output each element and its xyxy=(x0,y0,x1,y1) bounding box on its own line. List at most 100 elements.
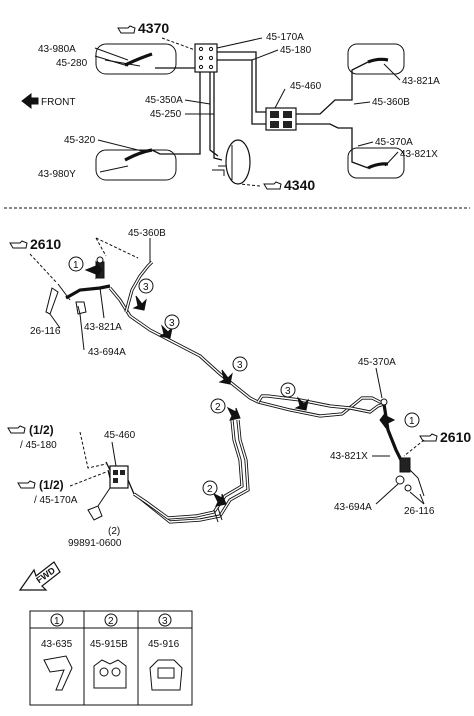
legend-num-3: 3 xyxy=(162,616,168,627)
legend-table: 1 43-635 2 45-915B 3 45-916 xyxy=(29,610,193,706)
label-43-694A-left: 43-694A xyxy=(88,347,126,358)
ref-2610-left: 2610 xyxy=(9,236,61,252)
label-45-280: 45-280 xyxy=(56,58,88,69)
label-43-821X-top: 43-821X xyxy=(400,149,438,160)
callout-3-c: 3 xyxy=(232,356,248,372)
hose-rear-left xyxy=(124,148,153,162)
fwd-arrow-icon xyxy=(18,561,61,591)
label-45-350A: 45-350A xyxy=(145,95,183,106)
callout-3-c-text: 3 xyxy=(237,360,243,371)
label-45-170A-bottom: / 45-170A xyxy=(34,495,78,506)
ref-4370-label: 4370 xyxy=(138,20,169,36)
label-45-370A-bottom: 45-370A xyxy=(358,357,396,368)
label-45-250: 45-250 xyxy=(150,109,182,120)
label-45-360B-bottom: 45-360B xyxy=(128,228,166,239)
legend-part-45-915B: 45-915B xyxy=(90,639,128,650)
label-43-980Y: 43-980Y xyxy=(38,169,76,180)
clip-arrow-3-d xyxy=(294,396,309,411)
label-45-180-bottom: / 45-180 xyxy=(20,440,57,451)
callout-3-a-text: 3 xyxy=(143,282,149,293)
callout-2-a-text: 2 xyxy=(215,402,221,413)
pointing-hand-icon xyxy=(9,240,28,249)
callout-3-d-text: 3 xyxy=(285,386,291,397)
label-43-694A-right: 43-694A xyxy=(334,502,372,513)
clip-arrow-2-b xyxy=(212,492,227,507)
legend-num-2: 2 xyxy=(108,616,114,627)
label-45-320: 45-320 xyxy=(64,135,96,146)
hose-front-right xyxy=(367,57,389,64)
front-label: FRONT xyxy=(41,97,75,108)
label-45-460-top: 45-460 xyxy=(290,81,322,92)
clip-45-915B-icon xyxy=(93,659,127,689)
pipe-45-360B-detail xyxy=(108,286,385,418)
clip-arrow-3-a xyxy=(132,295,147,311)
callout-1-left-text: 1 xyxy=(73,260,79,271)
callout-1-left: 1 xyxy=(68,256,84,272)
bottom-detail: 1 3 3 3 2 3 2 1 xyxy=(29,237,425,524)
callout-3-a: 3 xyxy=(138,278,154,294)
pointing-hand-icon xyxy=(117,25,136,34)
pointing-hand-icon xyxy=(17,480,36,489)
bracket-26-116-left xyxy=(45,287,59,315)
ref-4340-label: 4340 xyxy=(284,177,315,193)
clip-arrow-2-a xyxy=(226,406,241,421)
pipe-45-370A xyxy=(296,123,369,169)
pipe-45-250 xyxy=(213,72,223,161)
left-arrow-icon xyxy=(21,92,39,110)
legend-col-2: 2 45-915B xyxy=(90,613,128,689)
valve-45-460-detail xyxy=(109,465,129,489)
callout-2-b-text: 2 xyxy=(207,484,213,495)
callout-1-right-text: 1 xyxy=(409,416,415,427)
legend-part-45-916: 45-916 xyxy=(148,639,180,650)
clip-43-635-icon xyxy=(43,655,73,691)
callout-1-right: 1 xyxy=(404,412,420,428)
label-45-360B-top: 45-360B xyxy=(372,97,410,108)
pipe-45-170A xyxy=(217,51,266,113)
legend-col-1: 1 43-635 xyxy=(41,613,73,691)
callout-2-a: 2 xyxy=(210,398,226,414)
label-45-460-bottom: 45-460 xyxy=(104,430,136,441)
ref-2610-left-label: 2610 xyxy=(30,236,61,252)
pointing-hand-icon xyxy=(7,425,26,434)
pointing-hand-icon xyxy=(263,181,282,190)
label-43-821X-bottom: 43-821X xyxy=(330,451,368,462)
label-43-821A-top: 43-821A xyxy=(402,76,440,87)
front-indicator: FRONT xyxy=(21,92,75,110)
clip-arrow-1-right xyxy=(379,410,396,430)
label-43-980A-top: 43-980A xyxy=(38,44,76,55)
label-half-180: (1/2) xyxy=(29,423,54,437)
label-99891-0600: 99891-0600 xyxy=(68,538,122,549)
pipe-45-350A xyxy=(209,72,219,157)
hose-43-821X xyxy=(382,403,406,467)
ref-2610-right-label: 2610 xyxy=(440,429,471,445)
ref-half-45-180: (1/2) / 45-180 xyxy=(7,423,57,451)
label-45-180-top: 45-180 xyxy=(280,45,312,56)
hose-43-821A xyxy=(65,284,111,300)
label-45-170A-top: 45-170A xyxy=(266,32,304,43)
legend-col-3: 3 45-916 xyxy=(148,613,183,691)
master-cylinder-block xyxy=(194,43,218,73)
callout-3-b: 3 xyxy=(164,314,180,330)
wheel-rear-right xyxy=(347,147,405,179)
bolt-43-694A-left xyxy=(75,301,87,315)
ref-2610-right: 2610 xyxy=(419,429,471,445)
legend-num-1: 1 xyxy=(54,616,60,627)
callout-2-b: 2 xyxy=(202,480,218,496)
label-half-170A: (1/2) xyxy=(39,478,64,492)
label-qty-2: (2) xyxy=(108,526,120,537)
callout-3-d: 3 xyxy=(280,382,296,398)
bolt-99891-0600 xyxy=(87,505,103,521)
pipe-45-180 xyxy=(217,59,266,125)
bolt-43-694A-right xyxy=(395,475,405,485)
label-43-821A-bottom: 43-821A xyxy=(84,322,122,333)
pipe-45-320 xyxy=(151,72,201,155)
label-26-116-left: 26-116 xyxy=(30,326,61,337)
clip-arrow-3-c xyxy=(218,369,233,385)
pipe-45-360B xyxy=(296,61,369,115)
fwd-indicator: FWD xyxy=(18,561,61,591)
brake-booster xyxy=(225,139,251,185)
clip-45-916-icon xyxy=(149,659,183,691)
top-overview xyxy=(94,37,405,187)
bracket-26-116-right xyxy=(409,469,425,497)
